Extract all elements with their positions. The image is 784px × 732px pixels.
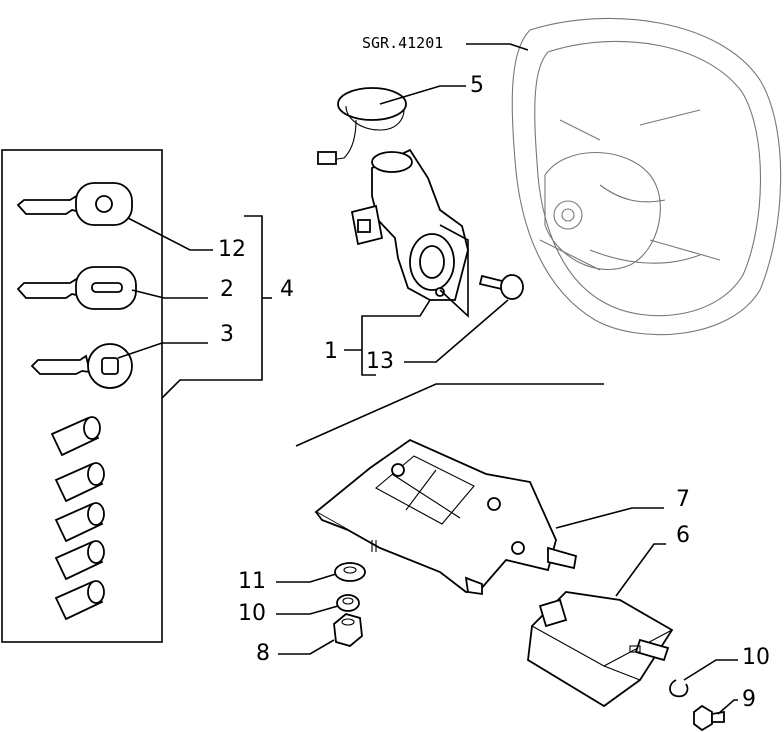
leader-5 <box>379 85 466 105</box>
ignition-switch <box>350 148 469 301</box>
washer-10 <box>336 594 360 612</box>
label-11: 11 <box>238 569 266 594</box>
steering-wheel <box>511 17 782 336</box>
leader-8 <box>278 639 335 655</box>
label-4: 4 <box>280 277 294 302</box>
label-7: 7 <box>676 487 690 512</box>
label-1: 1 <box>324 339 338 364</box>
nut-8 <box>333 613 363 647</box>
label-10b: 10 <box>742 645 770 670</box>
bracket-4 <box>161 215 263 399</box>
leader-9 <box>717 699 738 715</box>
label-3: 3 <box>220 322 234 347</box>
bracket-plate-7 <box>314 438 578 596</box>
reference-leader <box>466 43 529 51</box>
screw-9 <box>693 704 725 732</box>
label-5: 5 <box>470 73 484 98</box>
leader-7 <box>555 507 664 529</box>
label-13: 13 <box>366 349 394 374</box>
label-6: 6 <box>676 523 690 548</box>
key-12 <box>16 182 133 226</box>
leader-10b <box>683 659 738 681</box>
screw-13 <box>478 274 524 300</box>
leader-2 <box>131 289 208 299</box>
leader-10a <box>276 605 339 615</box>
keys-box <box>1 149 163 643</box>
separator-line <box>295 383 604 447</box>
key-3 <box>30 343 133 389</box>
label-9: 9 <box>742 687 756 712</box>
label-8: 8 <box>256 641 270 666</box>
label-10a: 10 <box>238 601 266 626</box>
ring-5 <box>317 87 407 165</box>
label-2: 2 <box>220 277 234 302</box>
label-12: 12 <box>218 237 246 262</box>
leader-6 <box>615 543 666 597</box>
leader-12 <box>127 217 213 251</box>
reference-code: SGR.41201 <box>362 34 443 52</box>
leader-3 <box>117 342 208 359</box>
washer-11 <box>334 562 366 582</box>
lock-cylinders <box>50 416 105 621</box>
leader-13 <box>404 299 509 363</box>
key-2 <box>16 266 137 310</box>
leader-11 <box>276 573 337 583</box>
control-unit-6 <box>527 591 674 708</box>
bracket-1 <box>361 299 431 376</box>
washer-10b <box>669 679 689 698</box>
